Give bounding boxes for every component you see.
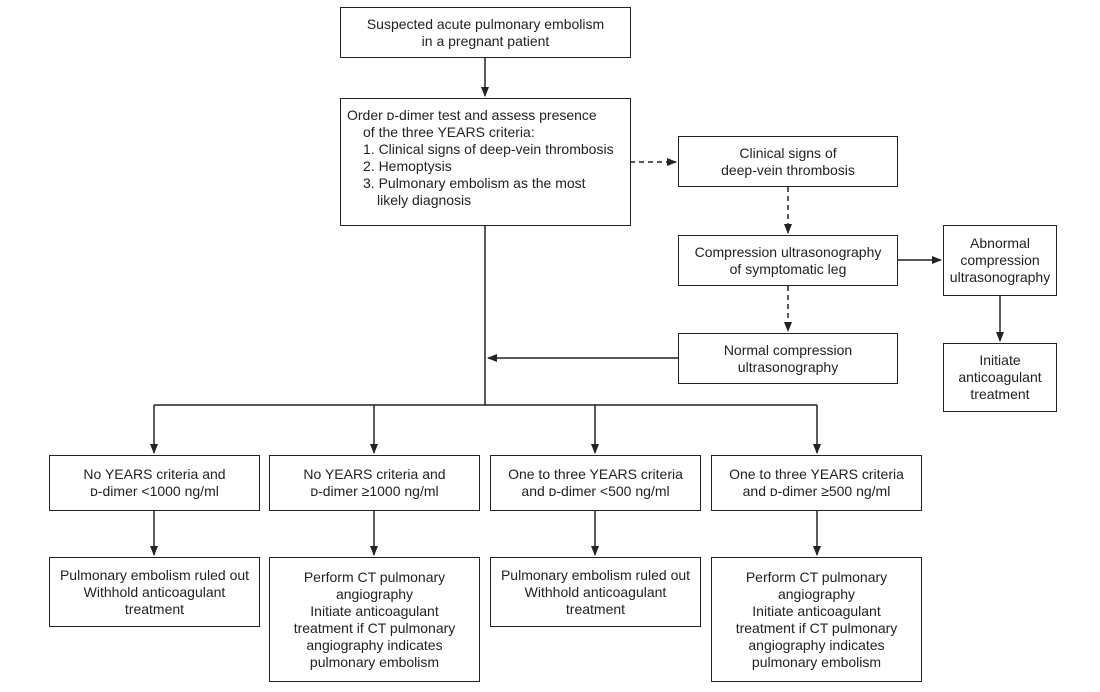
node-text-line: Perform CT pulmonary (303, 568, 446, 585)
node-text-line: Compression ultrasonography (694, 243, 882, 260)
node-text-line: deep-vein thrombosis (721, 161, 855, 178)
node-text-line: treatment (970, 386, 1030, 402)
node-text-line: No YEARS criteria and (303, 466, 446, 482)
node-text-line: Perform CT pulmonary (745, 568, 888, 585)
node-branch-years-low: One to three YEARS criteria and ᴅ-dimer … (490, 455, 701, 511)
node-text-line: angiography (335, 585, 414, 602)
node-text-line: ᴅ-dimer <1000 ng/ml (90, 483, 219, 499)
node-text-line: Clinical signs of (739, 144, 837, 161)
node-branch-no-years-low: No YEARS criteria and ᴅ-dimer <1000 ng/m… (49, 455, 260, 511)
criteria-item-2: 2. Hemoptysis (363, 158, 452, 174)
node-text-line: treatment if CT pulmonary (293, 619, 456, 636)
node-text-line: Initiate anticoagulant (752, 602, 881, 619)
node-text-line: angiography (777, 585, 856, 602)
node-text-line: One to three YEARS criteria (729, 466, 904, 482)
node-text-line: compression (960, 252, 1040, 268)
node-text-line: of the three YEARS criteria: (363, 124, 535, 140)
node-outcome-ctpa-2: Perform CT pulmonary angiography Initiat… (711, 557, 922, 682)
node-text-line: in a pregnant patient (421, 32, 550, 49)
node-branch-no-years-high: No YEARS criteria and ᴅ-dimer ≥1000 ng/m… (269, 455, 480, 511)
node-text-line: ultrasonography (949, 269, 1051, 285)
node-text-line: Order ᴅ-dimer test and assess presence (347, 107, 597, 123)
node-text-line: Normal compression (723, 341, 853, 358)
node-abnormal-cus: Abnormal compression ultrasonography (943, 225, 1057, 296)
criteria-item-3: 3. Pulmonary embolism as the most (363, 175, 586, 191)
node-text-line: and ᴅ-dimer <500 ng/ml (521, 483, 670, 499)
node-initiate-anticoagulant: Initiate anticoagulant treatment (943, 343, 1057, 412)
node-text-line: Initiate (979, 352, 1021, 368)
node-text-line: Abnormal (970, 235, 1030, 251)
node-compression-ultrasonography: Compression ultrasonography of symptomat… (678, 235, 898, 286)
node-outcome-ruled-out-2: Pulmonary embolism ruled out Withhold an… (490, 557, 701, 627)
node-text-line: anticoagulant (958, 369, 1042, 385)
node-text-line: angiography indicates (748, 636, 885, 653)
node-text-line: Pulmonary embolism ruled out (59, 566, 250, 583)
node-text-line: pulmonary embolism (751, 653, 882, 670)
node-text-line: No YEARS criteria and (83, 466, 226, 482)
criteria-item-1: 1. Clinical signs of deep-vein thrombosi… (363, 141, 614, 157)
node-text-line: Pulmonary embolism ruled out (500, 566, 691, 583)
node-text-line: One to three YEARS criteria (508, 466, 683, 482)
node-text-line: pulmonary embolism (309, 653, 440, 670)
node-text-line: treatment if CT pulmonary (735, 619, 898, 636)
node-text-line: treatment (565, 600, 626, 617)
node-outcome-ruled-out-1: Pulmonary embolism ruled out Withhold an… (49, 557, 260, 627)
node-text-line: Suspected acute pulmonary embolism (366, 15, 605, 32)
node-suspected-pe: Suspected acute pulmonary embolism in a … (340, 7, 631, 58)
node-text-line: ultrasonography (737, 358, 839, 375)
node-text-line: ᴅ-dimer ≥1000 ng/ml (310, 483, 439, 499)
node-outcome-ctpa-1: Perform CT pulmonary angiography Initiat… (269, 557, 480, 682)
node-text-line: Initiate anticoagulant (310, 602, 439, 619)
criteria-item-3-continued: likely diagnosis (377, 192, 472, 208)
node-text-line: of symptomatic leg (729, 260, 847, 277)
node-clinical-signs-dvt: Clinical signs of deep-vein thrombosis (678, 136, 898, 187)
node-normal-cus: Normal compression ultrasonography (678, 333, 898, 384)
node-text-line: angiography indicates (306, 636, 443, 653)
node-text-line: Withhold anticoagulant (83, 583, 226, 600)
node-text-line: treatment (124, 600, 185, 617)
node-order-ddimer: Order ᴅ-dimer test and assess presence o… (340, 98, 631, 226)
node-text-line: Withhold anticoagulant (524, 583, 667, 600)
node-text-line: and ᴅ-dimer ≥500 ng/ml (742, 483, 891, 499)
node-branch-years-high: One to three YEARS criteria and ᴅ-dimer … (711, 455, 922, 511)
